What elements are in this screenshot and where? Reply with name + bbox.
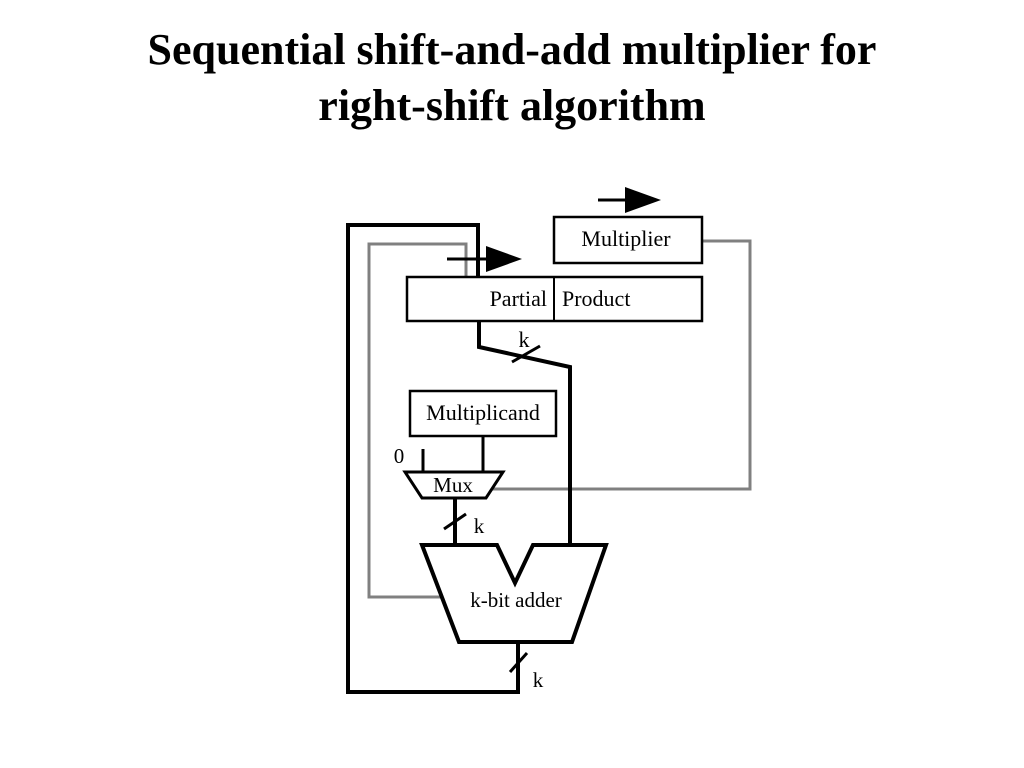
- zero-input-label: 0: [394, 444, 405, 468]
- partial-bus-slash: [511, 344, 541, 364]
- mux-label: Mux: [433, 473, 473, 497]
- partial-label: Partial: [490, 286, 547, 311]
- slide-title-line-2: right-shift algorithm: [318, 81, 706, 130]
- partial-to-adder-wire: [477, 321, 572, 545]
- carry-gray-wire: [367, 242, 468, 599]
- multiplier-select-gray-wire: [491, 239, 752, 491]
- partial-product-shift-arrow: [447, 246, 522, 272]
- mux: [402, 470, 506, 500]
- slide-title-line-1: Sequential shift-and-add multiplier for: [147, 25, 877, 74]
- adder-bus-slash: [508, 651, 529, 674]
- adder-label: k-bit adder: [470, 588, 562, 612]
- multiplier-shift-arrow: [598, 187, 661, 213]
- multiplicand-register: [408, 389, 558, 438]
- adder-bus-width-label: k: [533, 668, 544, 692]
- mux-bus-width-label: k: [474, 514, 485, 538]
- slide-title: Sequential shift-and-add multiplier for …: [0, 22, 1024, 134]
- adder-feedback-wire: [346, 223, 520, 694]
- partial-bus-width-label: k: [519, 327, 530, 352]
- multiplier-label: Multiplier: [581, 226, 671, 251]
- multiplier-register: [552, 215, 704, 265]
- k-bit-adder: [419, 543, 609, 644]
- product-label: Product: [562, 286, 630, 311]
- mux-bus-slash: [443, 512, 467, 531]
- multiplicand-label: Multiplicand: [426, 400, 540, 425]
